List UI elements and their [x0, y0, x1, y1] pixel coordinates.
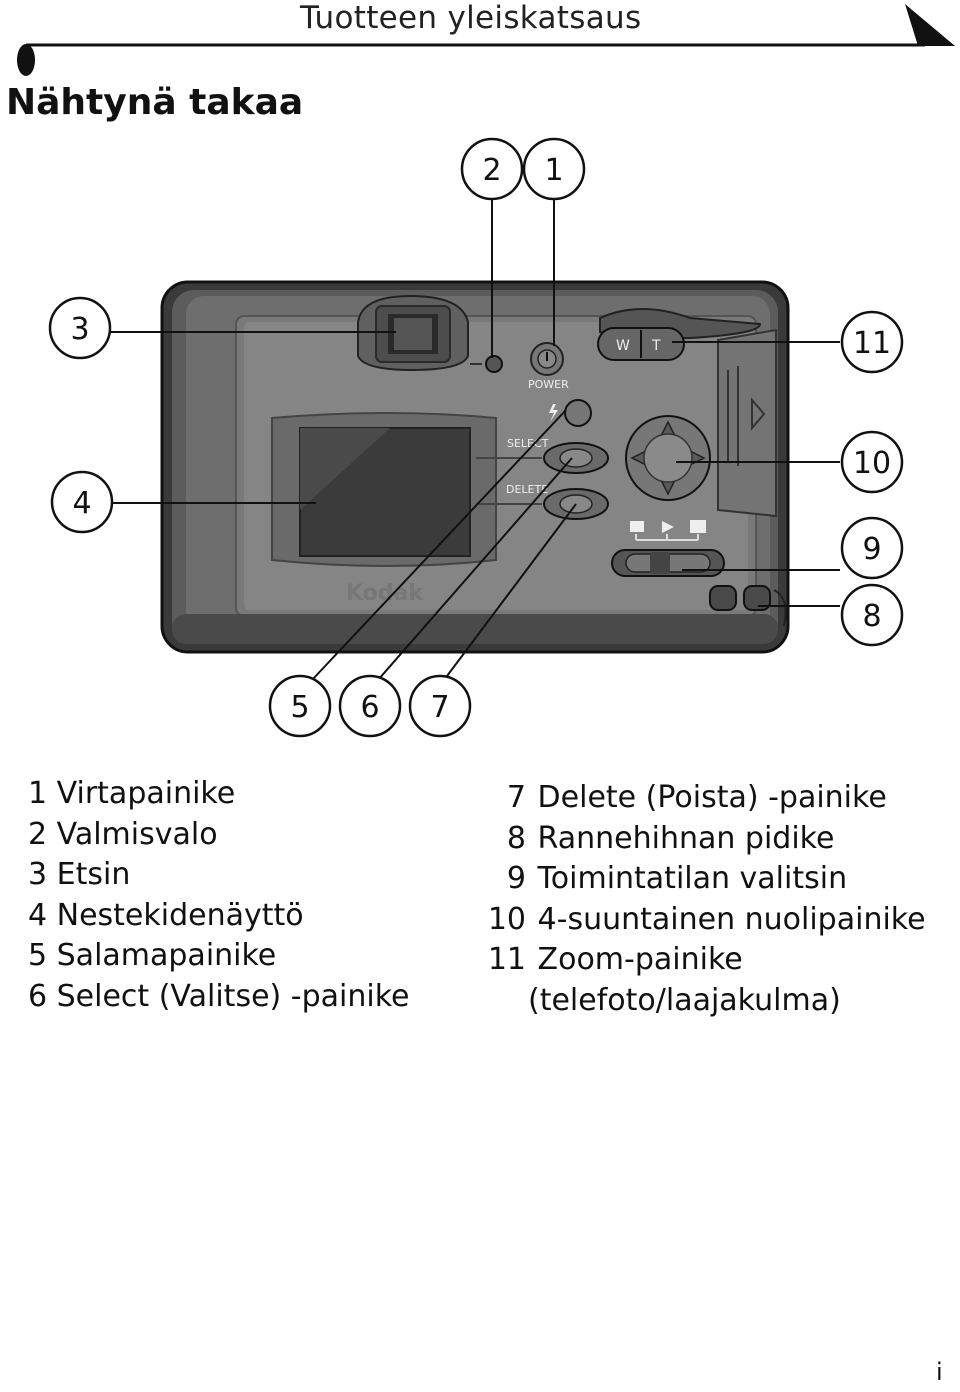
callout-10: 10 [840, 430, 904, 494]
svg-text:10: 10 [853, 446, 891, 481]
delete-label: DELETE [506, 483, 548, 496]
legend-item: 4 Nestekidenäyttö [28, 897, 304, 933]
svg-text:8: 8 [862, 599, 881, 634]
legend-item: 10 4-suuntainen nuolipainike [487, 901, 926, 937]
svg-text:6: 6 [360, 690, 379, 725]
zoom-t-label: T [651, 338, 661, 354]
legend-item: 8 Rannehihnan pidike [506, 820, 835, 856]
page-number: i [936, 1358, 943, 1386]
camera-mode-icon [630, 521, 644, 532]
card-door [717, 328, 777, 518]
callout-11: 11 [840, 310, 904, 374]
callout-9: 9 [840, 516, 904, 580]
zoom-button [597, 308, 762, 361]
power-label: POWER [528, 378, 569, 391]
ready-light [470, 355, 503, 373]
legend-item: 3 Etsin [28, 857, 131, 892]
four-way-controller [625, 415, 711, 501]
select-label: SELECT [507, 437, 549, 450]
page-header-title: Tuotteen yleiskatsaus [300, 0, 642, 36]
svg-text:5: 5 [290, 690, 309, 725]
power-button [530, 342, 564, 376]
svg-text:11: 11 [853, 326, 891, 361]
review-mode-icon [662, 521, 674, 533]
callout-3: 3 [48, 296, 112, 360]
leader-lines [110, 198, 840, 681]
legend-right-column: 7 Delete (Poista) -painike 8 Rannehihnan… [480, 778, 926, 1021]
legend-item-continuation: (telefoto/laajakulma) [528, 982, 841, 1018]
legend-item: 5 Salamapainike [28, 938, 277, 973]
callout-7: 7 [408, 674, 472, 738]
wrist-strap-post [709, 585, 787, 627]
legend-left-column: 1 Virtapainike 2 Valmisvalo 3 Etsin 4 Ne… [28, 774, 409, 1017]
legend-item: 9 Toimintatilan valitsin [506, 861, 848, 896]
legend-item: 2 Valmisvalo [28, 816, 218, 852]
callout-2: 2 [460, 137, 524, 201]
callout-5: 5 [268, 674, 332, 738]
flash-button [549, 399, 592, 427]
header-rule [17, 4, 955, 76]
legend-item: 1 Virtapainike [28, 776, 236, 811]
callout-6: 6 [338, 674, 402, 738]
share-mode-icon [690, 520, 706, 533]
svg-text:2: 2 [482, 153, 501, 188]
svg-text:1: 1 [544, 153, 563, 188]
svg-text:3: 3 [70, 312, 89, 347]
svg-text:7: 7 [430, 690, 449, 725]
zoom-w-label: W [616, 338, 630, 354]
callout-1: 1 [522, 137, 586, 201]
viewfinder [357, 294, 469, 372]
section-title: Nähtynä takaa [6, 82, 304, 123]
legend-item: 6 Select (Valitse) -painike [28, 978, 410, 1014]
svg-text:4: 4 [72, 486, 91, 521]
svg-text:9: 9 [862, 532, 881, 567]
legend-item: 11 Zoom-painike [487, 942, 743, 977]
callout-4: 4 [50, 470, 114, 534]
callout-8: 8 [840, 583, 904, 647]
lcd-screen [271, 412, 497, 567]
legend-item: 7 Delete (Poista) -painike [506, 780, 887, 815]
